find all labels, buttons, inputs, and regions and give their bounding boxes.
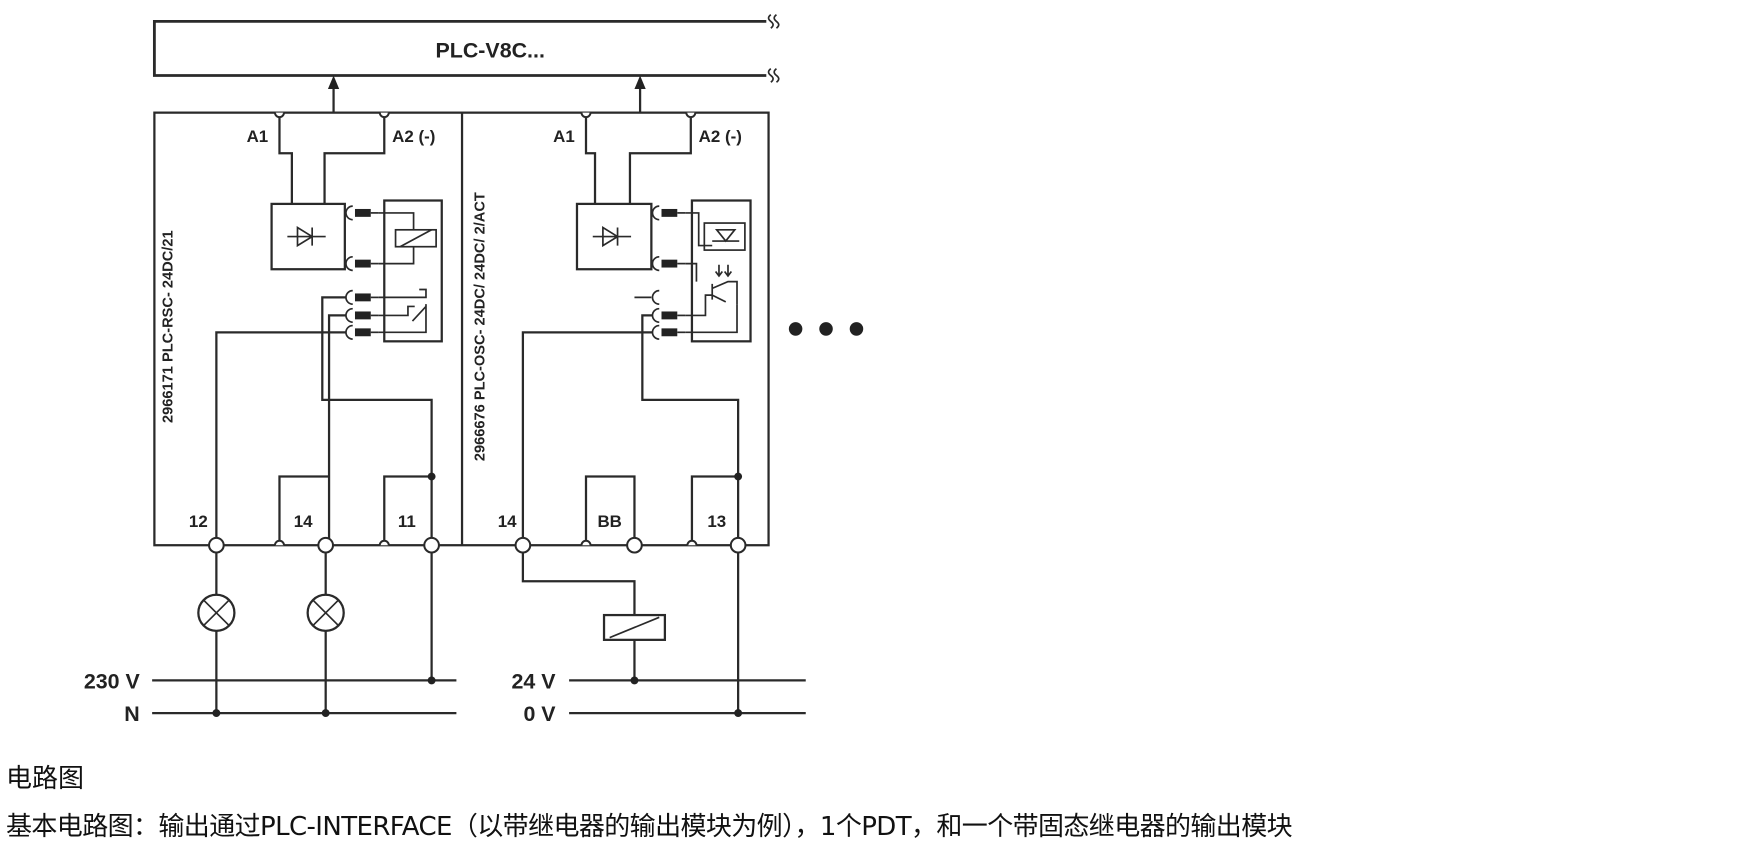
relay-coil-icon [602, 613, 667, 641]
terminal-a1 [580, 112, 592, 119]
terminal-a2 [685, 112, 697, 119]
terminal-bridge [378, 539, 390, 546]
supply-label: 24 V [512, 669, 557, 693]
module-right: 2966676 PLC-OSC- 24DC/ 24DC/ 2/ACT A1 A2… [473, 112, 752, 546]
module-part-label: 2966171 PLC-RSC- 24DC/21 [160, 230, 176, 423]
connector-icon [345, 324, 379, 340]
transistor-icon [711, 280, 738, 305]
connector-icon [345, 255, 379, 272]
terminal-a1-label: A1 [553, 127, 575, 146]
terminal-label: BB [597, 512, 621, 531]
more-modules-ellipsis-icon [788, 322, 864, 336]
break-symbol-icon [767, 13, 780, 29]
terminal-a2-label: A2 (-) [699, 127, 742, 146]
diode-icon [287, 226, 326, 248]
terminal-a2 [378, 112, 390, 119]
terminal-label: 14 [498, 512, 517, 531]
optocoupler-arrows-icon [714, 264, 733, 278]
connector-icon [651, 255, 686, 272]
terminal-screws [208, 536, 747, 554]
connector-icon [345, 205, 379, 221]
module-part-label: 2966676 PLC-OSC- 24DC/ 24DC/ 2/ACT [473, 192, 489, 461]
connector-icon [651, 324, 686, 340]
lamp-icon [306, 593, 345, 632]
terminal-label: 12 [189, 512, 208, 531]
relay-contact-icon [378, 288, 427, 334]
connector-icon [345, 289, 379, 305]
supply-label: 230 V [84, 669, 141, 693]
external-wiring-right: 24 V 0 V [512, 551, 806, 726]
arrow-up-icon [327, 75, 340, 113]
terminal-label: 11 [398, 512, 416, 531]
terminal-bridge [686, 539, 698, 546]
lamp-icon [197, 593, 236, 632]
triac-icon [685, 212, 746, 251]
caption-title: 电路图 [6, 764, 85, 794]
terminal-bridge [580, 539, 592, 546]
terminal-a2-label: A2 (-) [392, 127, 435, 146]
open-contact-icon [634, 289, 660, 305]
external-wiring-left: 230 V N [84, 551, 457, 726]
connector-icon [651, 205, 686, 221]
solid-state-relay-box [690, 199, 752, 343]
plc-v8c-bus: PLC-V8C... [152, 13, 780, 83]
terminal-label: 13 [707, 512, 726, 531]
relay-box [383, 199, 443, 343]
module-left: 2966171 PLC-RSC- 24DC/21 A1 A2 (-) [160, 112, 443, 546]
rectifier-box [575, 202, 653, 271]
arrow-up-icon [634, 75, 646, 113]
rectifier-box [270, 202, 346, 271]
diode-icon [592, 226, 632, 248]
terminal-a1-label: A1 [247, 127, 269, 146]
break-symbol-icon [767, 68, 780, 83]
connector-icon [345, 307, 379, 324]
bus-label: PLC-V8C... [436, 38, 545, 62]
supply-label: 0 V [523, 702, 556, 726]
connector-icon [651, 307, 686, 324]
terminal-bridge [273, 539, 285, 546]
caption-description: 基本电路图：输出通过PLC-INTERFACE（以带继电器的输出模块为例），1个… [6, 812, 1293, 842]
terminal-a1 [273, 112, 285, 119]
supply-label: N [124, 702, 139, 726]
relay-coil-icon [378, 212, 437, 265]
terminal-label: 14 [294, 512, 313, 531]
